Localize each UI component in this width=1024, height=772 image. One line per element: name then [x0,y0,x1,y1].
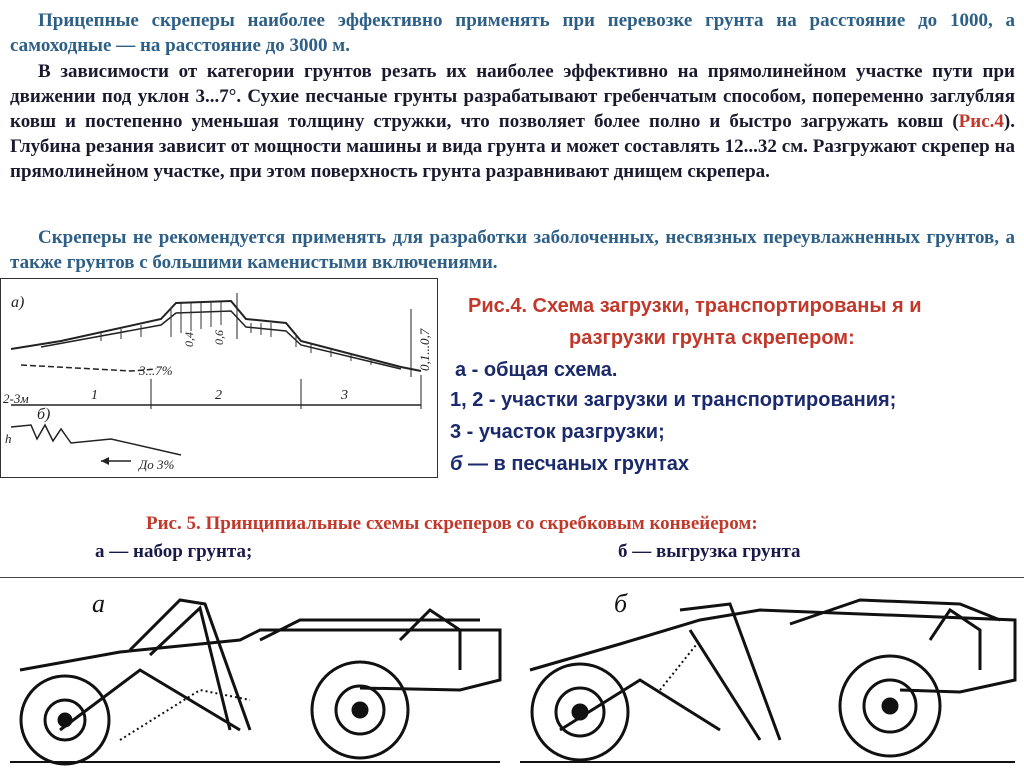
fig4-label-b: б) [37,406,50,423]
fig5-drawings: а б [0,580,1024,767]
paragraph-cutting-text-1: В зависимости от категории грунтов резат… [10,61,1015,132]
fig4-label-a: а) [11,294,24,311]
fig4-caption-title-line1: Рис.4. Схема загрузки, транспортированы … [468,295,922,317]
fig5-subcaption-b: б — выгрузка грунта [618,541,801,562]
fig5-label-a: а [92,589,105,618]
fig4-segment-2-label: 2 [215,388,222,403]
fig4-cut-line [40,310,402,370]
fig4-caption-title-line2: разгрузки грунта скрепером: [569,327,855,349]
fig5-subcaption-a: а — набор грунта; [95,541,253,562]
paragraph-trailed-vs-self-propelled: Прицепные скреперы наиболее эффективно п… [10,10,1015,56]
fig4-caption-item-12: 1, 2 - участки загрузки и транспортирова… [450,389,897,411]
fig4-caption-item-b-text: — в песчаных грунтах [462,453,690,475]
fig4-slope2-label: До 3% [137,457,175,472]
fig4-segment-1-label: 1 [91,388,98,403]
fig4-segment-3-label: 3 [340,388,348,403]
fig4-caption-item-b-label: б [450,453,463,475]
fig5-label-b: б [614,589,628,618]
fig4-hatching [100,302,372,365]
fig4-depth1-label: 0,4 [182,332,196,347]
fig5-caption: Рис. 5. Принципиальные схемы скреперов с… [146,513,758,534]
fig4-slope-line [20,364,157,372]
fig5-svg: а б [10,589,1017,766]
fig4-slope1-label: 3...7% [138,363,173,378]
fig4-caption-item-b: б — в песчаных грунтах [450,450,689,478]
fig4-length-label: 2-3м [3,391,29,406]
fig4-comb-profile [10,423,182,456]
fig4-depth2-label: 0,6 [212,330,226,345]
fig4-caption-item-a: а - общая схема. [455,359,618,381]
fig4-caption-item-3: 3 - участок разгрузки; [450,421,665,443]
section-divider [0,577,1024,578]
fig4-reference-link[interactable]: Рис.4 [958,111,1004,132]
paragraph-not-recommended: Скреперы не рекомендуется применять для … [10,227,1015,273]
fig5-scraper-b: б [520,589,1017,763]
fig4-h-label: h [5,431,12,446]
fig5-scraper-a: а [10,589,502,766]
fig4-diagram: а) 0,4 0,6 0,1...0,7 3...7% 1 2 3 [0,278,438,478]
paragraph-cutting-text-2: ). Глубина резания зависит от мощности м… [10,111,1015,182]
paragraph-cutting-method: В зависимости от категории грунтов резат… [10,59,1015,184]
fig4-svg: а) 0,4 0,6 0,1...0,7 3...7% 1 2 3 [3,293,432,472]
fig4-thickness-label: 0,1...0,7 [417,328,432,371]
